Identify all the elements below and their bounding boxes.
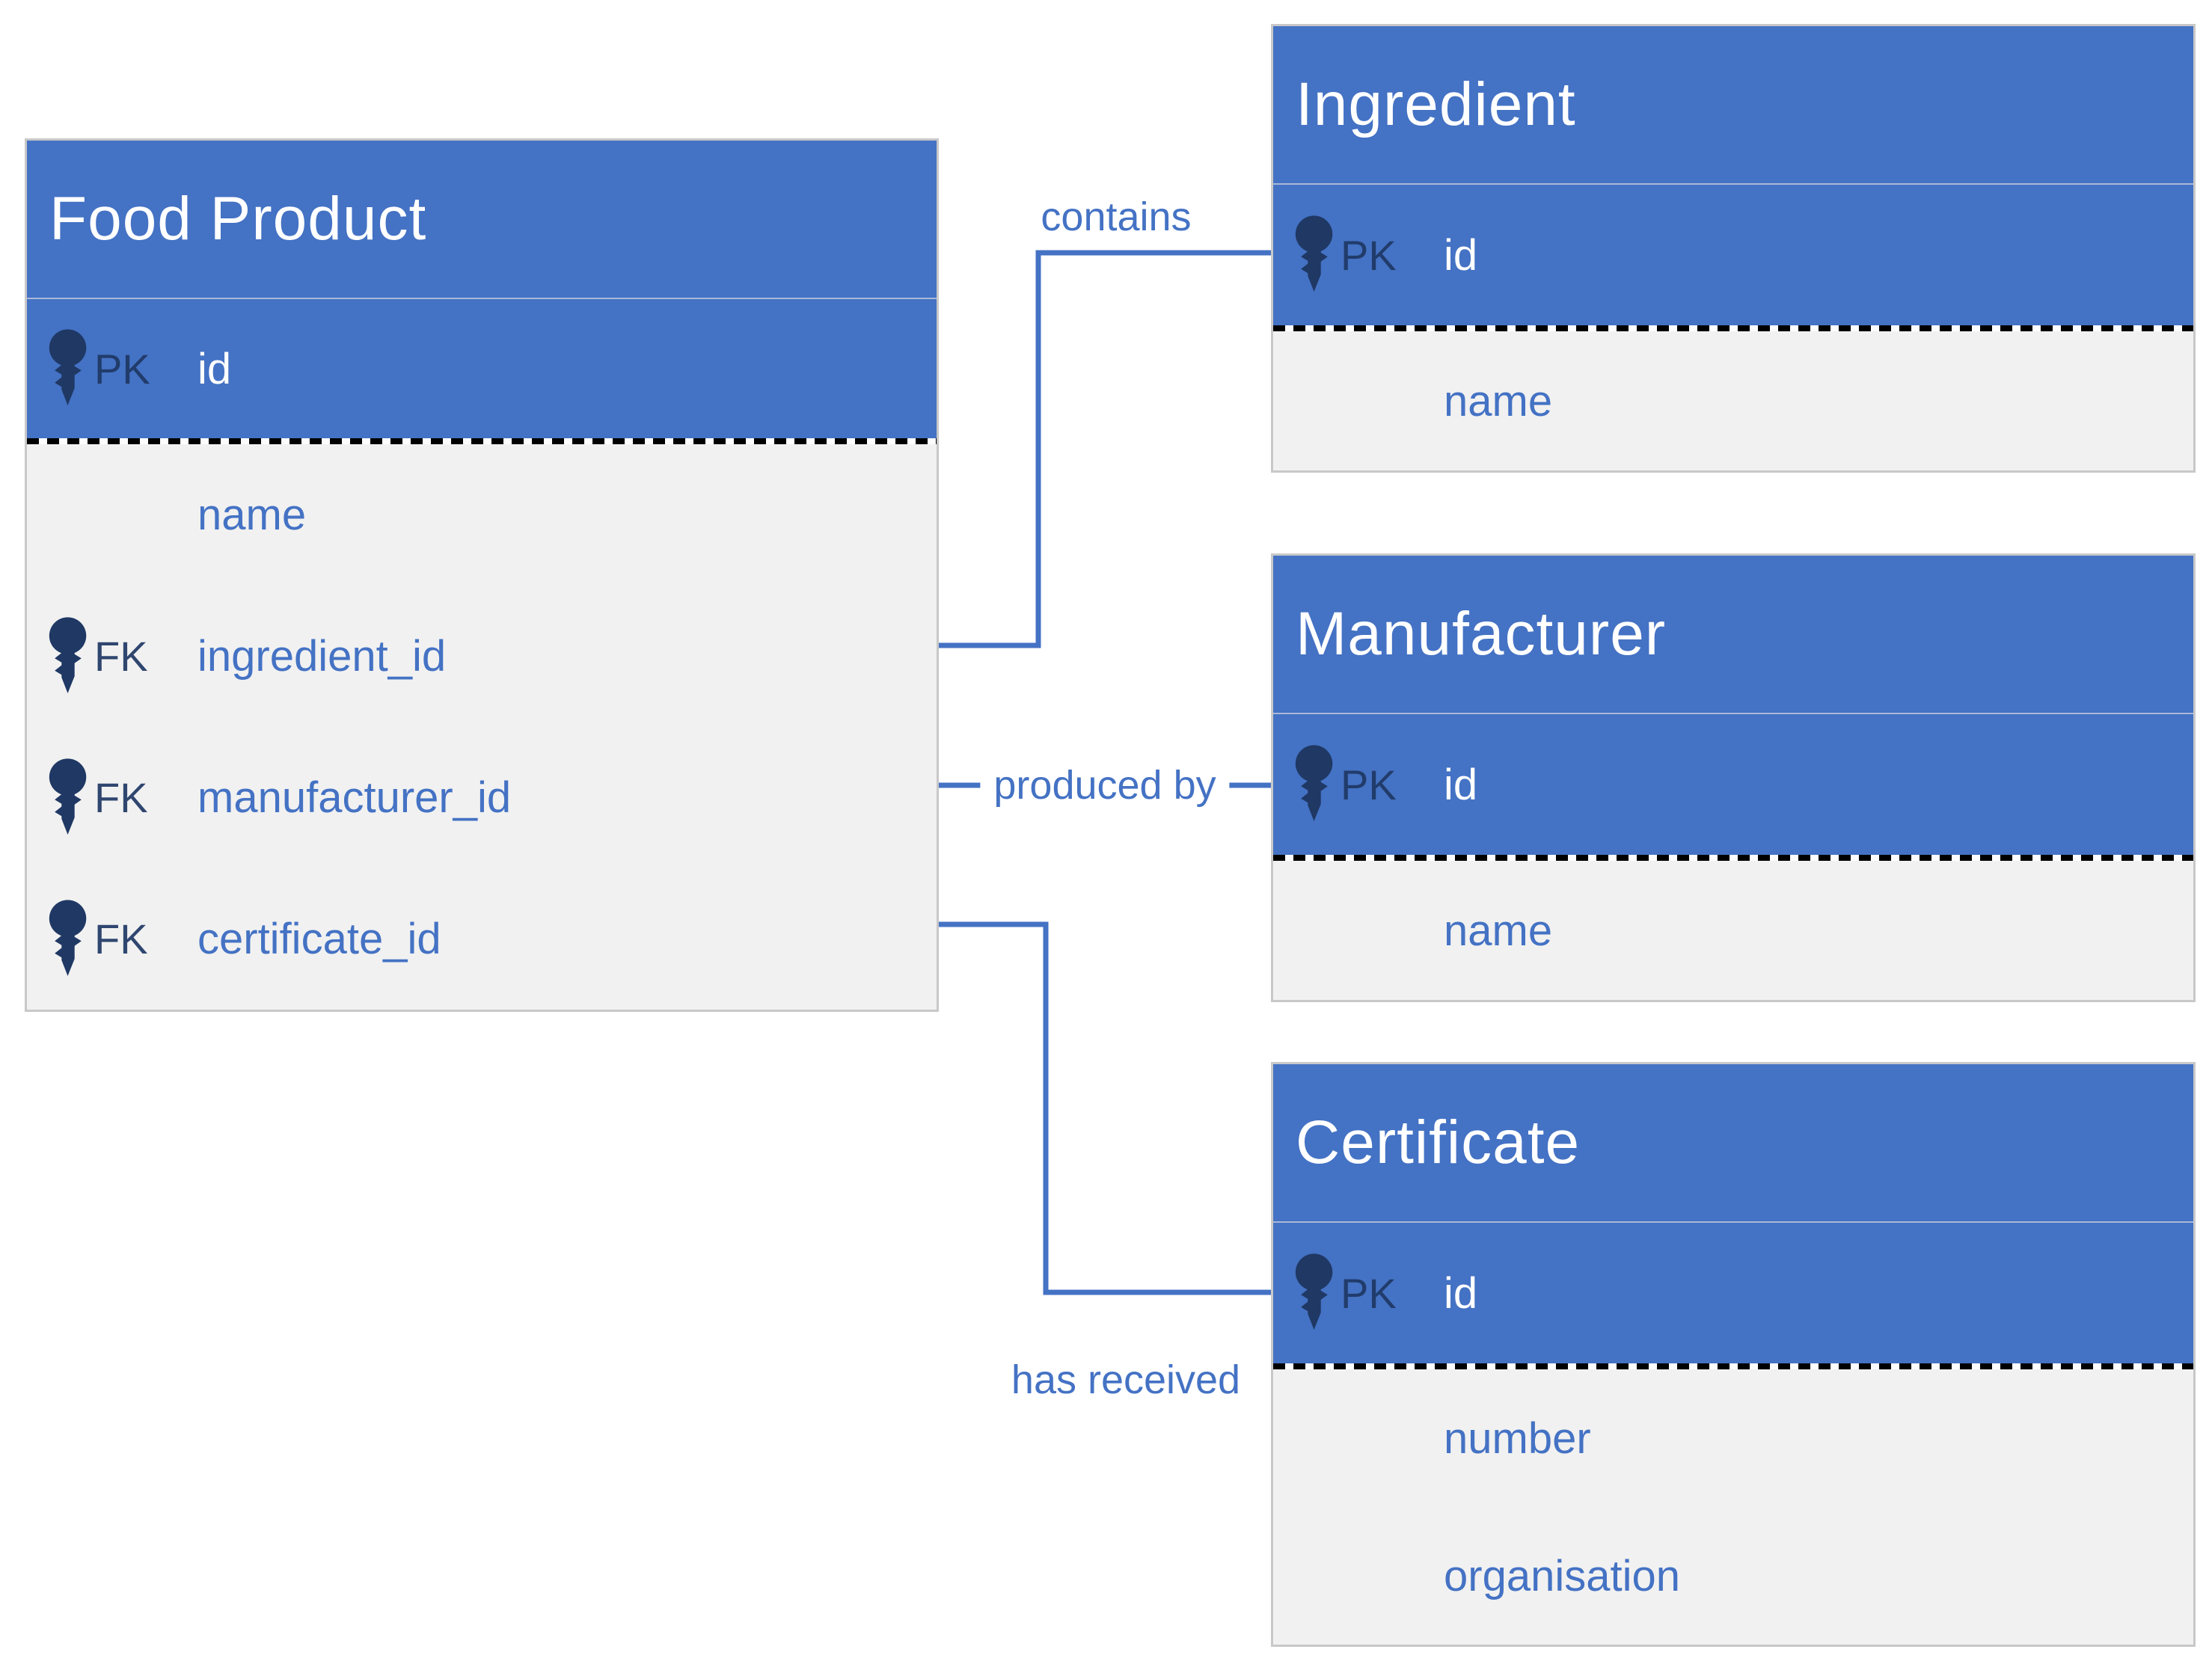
dashed-separator <box>27 438 937 444</box>
key-slot <box>48 899 94 980</box>
pk-badge: PK <box>1341 1269 1397 1317</box>
table-title: Ingredient <box>1296 70 1576 138</box>
pk-badge: PK <box>1341 231 1397 279</box>
foreign-key-icon <box>49 899 87 976</box>
relationship-label-produced-by: produced by <box>980 762 1230 808</box>
fk-badge: FK <box>94 915 148 963</box>
field-name: certificate_id <box>197 915 441 963</box>
table-ingredient: Ingredient PK id name <box>1271 24 2196 473</box>
dashed-separator <box>1273 1363 2193 1369</box>
pk-row: PK id <box>1273 1223 2193 1363</box>
field-row: name <box>27 444 937 586</box>
field-row: FK ingredient_id <box>27 586 937 727</box>
key-slot <box>48 328 94 409</box>
key-slot <box>1294 744 1341 825</box>
fk-badge: FK <box>94 633 148 680</box>
table-title: Food Product <box>49 185 427 253</box>
relationship-line-has-received <box>925 921 1284 1295</box>
primary-key-icon <box>1295 1253 1333 1330</box>
table-food-product: Food Product PK id name FK ingredient_id… <box>25 138 939 1012</box>
field-row: FK manufacturer_id <box>27 727 937 868</box>
pk-field-name: id <box>1444 230 1478 280</box>
field-name: name <box>1444 906 1553 955</box>
pk-field-name: id <box>1444 760 1478 809</box>
pk-row: PK id <box>1273 185 2193 325</box>
field-row: organisation <box>1273 1507 2193 1645</box>
field-name: organisation <box>1444 1551 1680 1600</box>
dashed-separator <box>1273 855 2193 861</box>
relationship-label-has-received: has received <box>1011 1357 1241 1402</box>
table-body: number organisation <box>1273 1369 2193 1645</box>
field-name: name <box>197 491 307 539</box>
pk-badge: PK <box>1341 761 1397 808</box>
key-slot <box>1294 215 1341 295</box>
table-header: Food Product <box>27 141 937 299</box>
fk-badge: FK <box>94 774 148 821</box>
key-slot <box>48 758 94 838</box>
table-certificate: Certificate PK id number organisation <box>1271 1062 2196 1647</box>
field-row: FK certificate_id <box>27 868 937 1010</box>
primary-key-icon <box>1295 745 1333 821</box>
pk-badge: PK <box>94 345 150 393</box>
primary-key-icon <box>1295 215 1333 292</box>
foreign-key-icon <box>49 616 87 693</box>
dashed-separator <box>1273 325 2193 331</box>
field-name: name <box>1444 376 1553 426</box>
field-name: number <box>1444 1413 1591 1463</box>
table-header: Manufacturer <box>1273 556 2193 714</box>
field-row: number <box>1273 1369 2193 1507</box>
key-slot <box>48 616 94 697</box>
pk-field-name: id <box>197 344 232 393</box>
table-title: Certificate <box>1296 1108 1581 1176</box>
table-body: name <box>1273 331 2193 470</box>
table-body: name FK ingredient_id FK manufacturer_id… <box>27 444 937 1010</box>
table-header: Ingredient <box>1273 26 2193 185</box>
pk-row: PK id <box>27 299 937 438</box>
field-name: ingredient_id <box>197 632 447 681</box>
field-row: name <box>1273 861 2193 1000</box>
table-header: Certificate <box>1273 1064 2193 1223</box>
pk-field-name: id <box>1444 1268 1478 1318</box>
relationship-label-contains: contains <box>1041 194 1192 239</box>
key-slot <box>1294 1253 1341 1333</box>
pk-row: PK id <box>1273 714 2193 855</box>
field-name: manufacturer_id <box>197 773 512 822</box>
relationship-line-contains <box>925 250 1284 648</box>
table-body: name <box>1273 861 2193 1000</box>
table-manufacturer: Manufacturer PK id name <box>1271 553 2196 1002</box>
foreign-key-icon <box>49 758 87 835</box>
primary-key-icon <box>49 329 87 405</box>
field-row: name <box>1273 331 2193 470</box>
table-title: Manufacturer <box>1296 600 1667 668</box>
